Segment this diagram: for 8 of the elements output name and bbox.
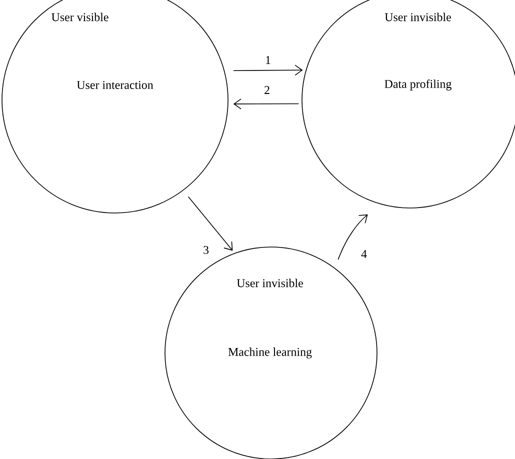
edge-label: 4: [360, 249, 368, 259]
arrow: [188, 196, 233, 251]
arrow: [338, 214, 368, 260]
arrow: [233, 64, 303, 76]
edge-label: 1: [264, 55, 272, 65]
edge-label: 2: [263, 85, 271, 95]
arrow: [233, 98, 300, 110]
edge-label: 3: [202, 244, 210, 255]
